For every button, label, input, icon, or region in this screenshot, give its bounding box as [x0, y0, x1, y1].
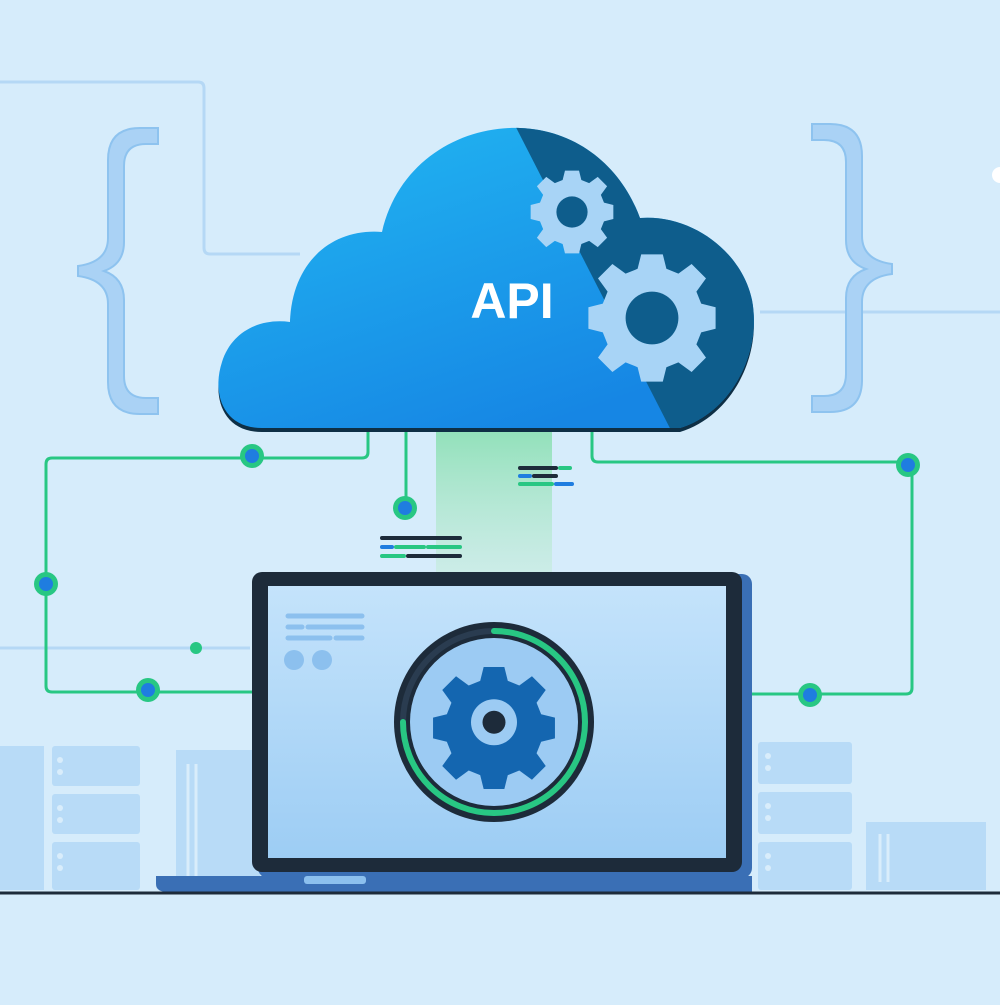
background-connector-lines [0, 80, 1000, 650]
cloud-label: API [470, 273, 553, 329]
curly-brace-icon [811, 123, 893, 413]
progress-ring [400, 628, 588, 816]
connector-node-icon [393, 496, 417, 520]
edge-dot [992, 167, 1000, 183]
server-rack-icon [0, 746, 260, 890]
connector-node-icon [136, 678, 160, 702]
server-rack-icon [758, 742, 986, 890]
gear-icon [588, 254, 716, 382]
connector-node-icon [798, 683, 822, 707]
gear-icon [433, 667, 555, 789]
curly-brace-icon [77, 127, 159, 415]
code-snippet-icon [518, 466, 574, 486]
connector-node-icon [240, 444, 264, 468]
screen-dot-icon [284, 650, 304, 670]
connector-node-icon [896, 453, 920, 477]
data-transfer-beam [436, 426, 552, 576]
laptop-icon [156, 572, 752, 892]
code-snippet-icon [380, 536, 462, 558]
screen-text-lines [285, 613, 365, 641]
connector-node-icon [34, 572, 58, 596]
screen-dot-icon [312, 650, 332, 670]
connector-node-icon [190, 642, 202, 654]
connector-nodes [34, 444, 920, 707]
gear-icon [530, 170, 614, 254]
loading-gear [394, 622, 594, 822]
cloud-icon: API [218, 127, 754, 432]
